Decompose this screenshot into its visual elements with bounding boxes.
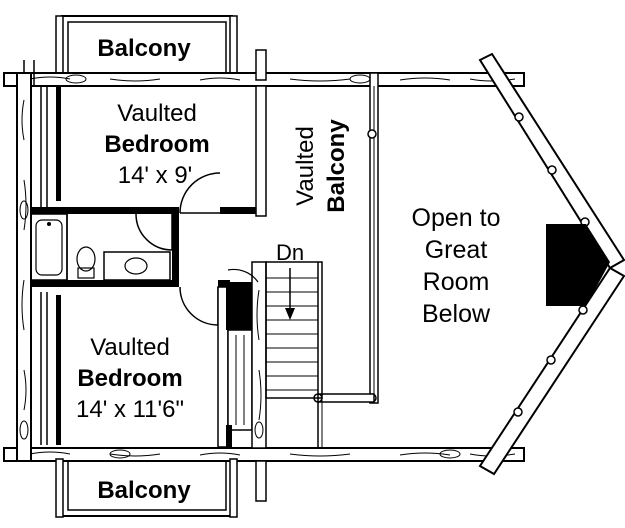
exterior-wall-bottom [3,447,525,462]
bedroom-bottom-label-line2: Bedroom [77,365,182,392]
open-area-line2: Great [425,236,488,264]
bedroom-bottom-label-line1: Vaulted [90,334,170,361]
open-area-line3: Room [423,268,490,296]
bedroom-top-size: 14' x 9' [118,162,193,189]
vaulted-balcony-label-line2: Balcony [323,119,350,213]
stair-label: Dn [276,240,304,265]
open-area-line4: Below [422,300,491,328]
vaulted-balcony-label-line1: Vaulted [292,126,319,206]
vaulted-balcony [313,72,379,404]
exterior-wall-left [16,72,61,462]
bathroom [30,213,179,284]
bedroom-top-label-line1: Vaulted [117,100,197,127]
balcony-bottom-label: Balcony [97,477,191,504]
bedroom-bottom-walls [31,261,267,449]
balcony-top-label: Balcony [97,35,191,62]
bedroom-top-walls [31,49,267,217]
bedroom-bottom-size: 14' x 11'6" [76,396,184,423]
open-area-line1: Open to [412,204,501,232]
bedroom-top-label-line2: Bedroom [104,131,209,158]
exterior-wall-angled [478,52,625,476]
stair [265,261,323,448]
balcony-bottom [55,458,267,518]
